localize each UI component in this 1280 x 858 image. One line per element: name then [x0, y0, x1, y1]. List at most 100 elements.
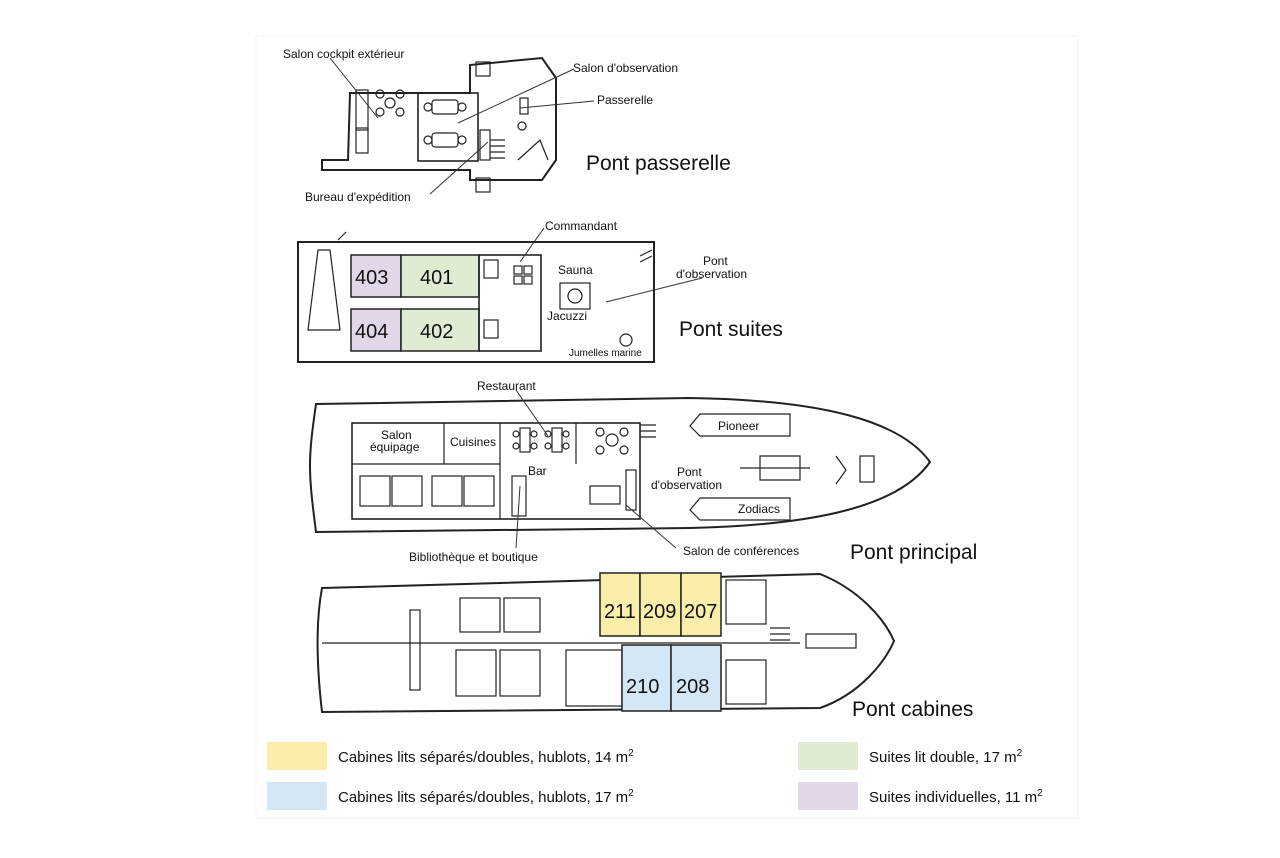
leader-observation: [457, 68, 575, 124]
legend-item-blue: Cabines lits séparés/doubles, hublots, 1…: [338, 788, 634, 806]
cockpit-bench-2: [355, 127, 369, 154]
crew-cabin-1: [359, 475, 391, 507]
leader-conference: [625, 504, 677, 549]
stern-rail-icon: [639, 249, 653, 263]
commandant-table-icon: [513, 265, 533, 285]
commandant-area: [478, 254, 542, 352]
leader-restaurant: [515, 389, 549, 437]
sauna-room: [559, 282, 591, 310]
cabin-210: [621, 644, 672, 712]
conference-table: [589, 485, 621, 505]
wing-right: [475, 177, 491, 193]
crane-icon: [740, 455, 810, 481]
crew-cabin-2: [391, 475, 423, 507]
deck-suites: 403 401 404 402 Commandant Sauna Pont d'…: [297, 219, 783, 363]
davit-icon: [337, 231, 347, 241]
deck-principal: Restaurant Salon équipage Cuisines Bar P…: [309, 379, 977, 564]
leader-cockpit: [329, 57, 379, 119]
legend-label-purple: Suites individuelles, 11 m: [869, 789, 1037, 806]
label-commandant: Commandant: [545, 219, 618, 233]
leader-bridge: [519, 100, 595, 109]
label-observation-main-2: d'observation: [651, 478, 722, 492]
label-salon-2: équipage: [370, 440, 420, 454]
cabin-403: [350, 254, 402, 298]
leader-commandant: [519, 227, 545, 263]
cabin-207-label: 207: [684, 601, 717, 623]
legend-swatch-green: [798, 742, 858, 770]
zodiac-boat-icon: [689, 497, 791, 521]
leader-observation-suites: [605, 277, 703, 303]
bow-store: [805, 633, 857, 649]
passerelle-hull: [321, 56, 557, 181]
label-salon-1: Salon: [381, 428, 412, 442]
label-observation-main-1: Pont: [677, 465, 702, 479]
main-rooms: [351, 422, 641, 520]
cabin-403-label: 403: [355, 267, 388, 289]
legend-item-yellow: Cabines lits séparés/doubles, hublots, 1…: [338, 748, 634, 766]
deck-title-cabines: Pont cabines: [852, 698, 973, 721]
library-shelf: [511, 475, 527, 517]
label-bibliotheque: Bibliothèque et boutique: [409, 550, 538, 564]
helm-icon: [517, 121, 527, 131]
crew-cabin-4: [463, 475, 495, 507]
lifeboat-icon: [307, 249, 341, 331]
label-observation-suites-2: d'observation: [676, 267, 747, 281]
cabin-402-label: 402: [420, 321, 453, 343]
conference-bench: [625, 469, 637, 511]
deck-title-passerelle: Pont passerelle: [586, 152, 731, 175]
windlass-icon: [859, 455, 875, 483]
forward-cabin-1: [725, 579, 767, 625]
legend-item-purple: Suites individuelles, 11 m2: [869, 788, 1043, 806]
service-room-1: [459, 597, 501, 633]
leader-expedition: [429, 141, 489, 195]
cockpit-table-icon: [375, 89, 405, 117]
label-observation-suites-1: Pont: [703, 254, 728, 268]
service-room-3: [455, 649, 497, 697]
label-expedition: Bureau d'expédition: [305, 190, 411, 204]
legend-swatch-purple: [798, 782, 858, 810]
legend-label-green: Suites lit double, 17 m: [869, 749, 1017, 766]
cabin-208-label: 208: [676, 676, 709, 698]
cabin-402: [400, 308, 480, 352]
cabin-211-label: 211: [604, 601, 636, 623]
legend-item-green: Suites lit double, 17 m2: [869, 748, 1023, 766]
forward-cabin-2: [725, 659, 767, 705]
label-restaurant: Restaurant: [477, 379, 536, 393]
label-jacuzzi: Jacuzzi: [547, 309, 587, 323]
leader-library: [515, 485, 521, 549]
bridge-console: [519, 97, 529, 115]
label-zodiacs: Zodiacs: [738, 502, 780, 516]
service-room-2: [503, 597, 541, 633]
wing-left: [475, 61, 491, 77]
cabin-209: [639, 572, 682, 637]
principal-hull: [309, 396, 932, 534]
deck-title-principal: Pont principal: [850, 541, 977, 564]
lounge-seating-icon: [595, 427, 629, 455]
label-jumelles: Jumelles marine: [569, 348, 642, 359]
expedition-desk: [479, 129, 491, 161]
jacuzzi-icon: [567, 288, 583, 304]
cabin-404: [350, 308, 402, 352]
bow-icon: [835, 455, 847, 485]
label-observation: Salon d'observation: [573, 61, 678, 75]
stairs-icon-main: [640, 424, 656, 438]
deck-title-suites: Pont suites: [679, 318, 783, 341]
observation-seating-icon: [423, 99, 467, 148]
deck-cabines: 211 209 207 210 208 Pont cabines: [316, 572, 973, 721]
stairs-icon: [490, 139, 505, 159]
cabin-401-label: 401: [420, 267, 453, 289]
legend-label-blue: Cabines lits séparés/doubles, hublots, 1…: [338, 789, 628, 806]
pioneer-boat-icon: [689, 413, 791, 437]
observation-room: [417, 92, 479, 162]
legend-swatch-blue: [267, 782, 327, 810]
label-bridge: Passerelle: [597, 93, 653, 107]
cockpit-bench: [355, 89, 369, 131]
label-conferences: Salon de conférences: [683, 544, 799, 558]
legend-sup-purple: 2: [1037, 788, 1043, 799]
cabin-207: [680, 572, 722, 637]
cabines-wall-1: [409, 609, 421, 691]
legend-sup-blue: 2: [628, 788, 634, 799]
washroom-icon-2: [483, 319, 499, 339]
